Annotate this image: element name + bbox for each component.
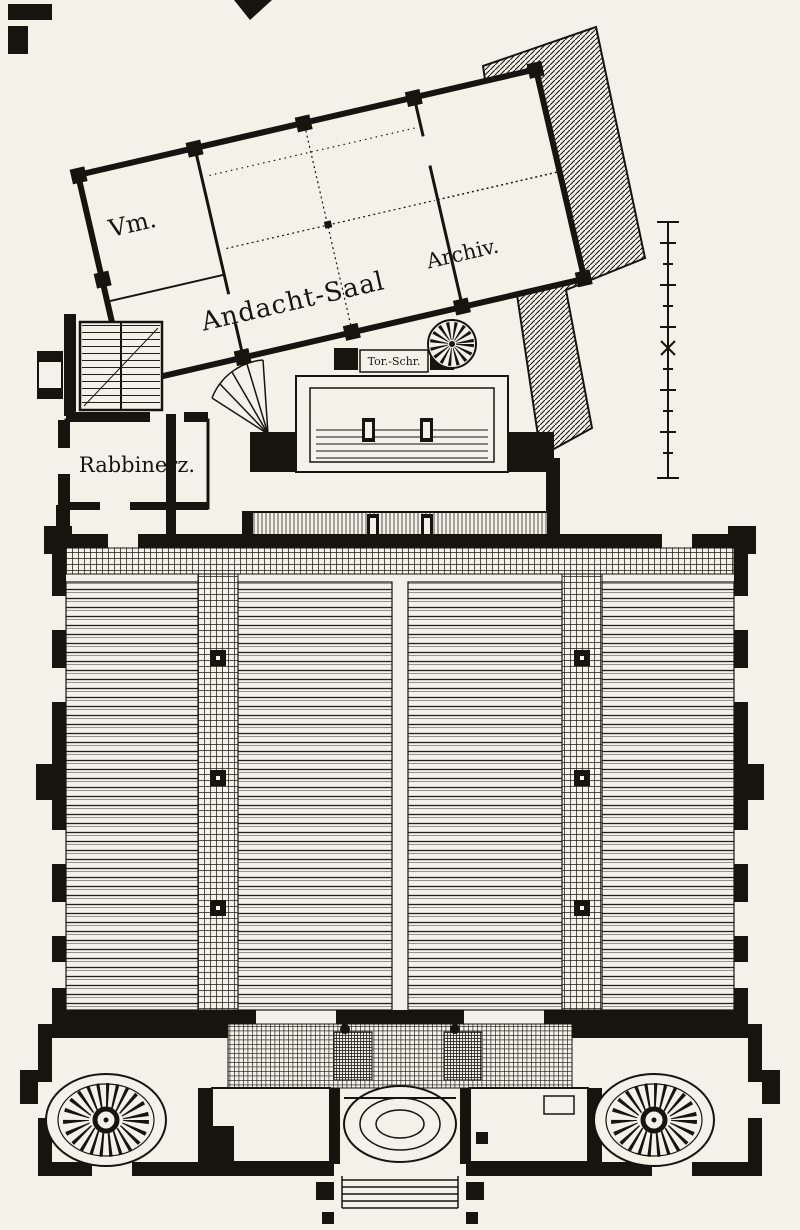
spiral-stair-left [45, 1073, 167, 1167]
pew-bank-left [65, 581, 199, 1011]
entrance-portal [330, 1085, 470, 1164]
pew-banks [65, 581, 735, 1011]
colonnade-band [227, 1023, 573, 1089]
main-stair-left [64, 314, 164, 416]
spiral-stair-annex [427, 319, 477, 369]
room-rabbinerz: Rabbinerz. [58, 412, 210, 510]
pew-bank-right [601, 581, 735, 1011]
entrance-flank-piers [316, 1182, 484, 1224]
vestibule [20, 1023, 780, 1224]
annex-wing: Vm. Andacht-Saal Archiv. [69, 60, 593, 393]
label-rabbinerz: Rabbinerz. [79, 453, 195, 477]
spiral-stair-right [593, 1073, 715, 1167]
entrance-steps [341, 1176, 459, 1209]
edge-fragments [8, 0, 272, 54]
pew-bank-center-right [407, 581, 563, 1011]
gallery-strips [65, 547, 735, 1011]
scale-bar [657, 221, 679, 479]
hall-columns [210, 650, 590, 916]
center-mark [323, 220, 333, 229]
label-torah-shrine: Tor.-Schr. [368, 355, 421, 368]
pew-bank-center-left [237, 581, 393, 1011]
almemor-apse [250, 375, 554, 473]
fan-stair [211, 359, 269, 435]
